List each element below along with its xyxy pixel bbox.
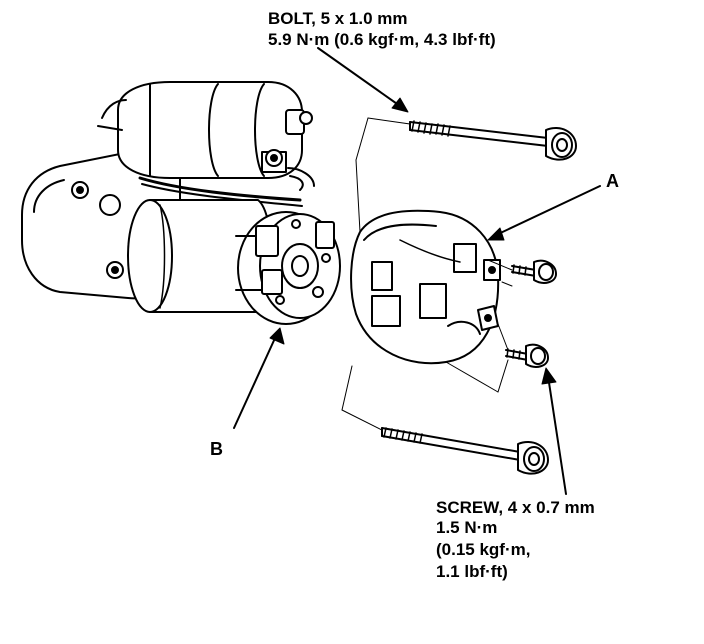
screw-lower bbox=[505, 343, 549, 368]
screw-label-line1: SCREW, 4 x 0.7 mm bbox=[436, 498, 595, 517]
leader-arrowheads bbox=[269, 97, 557, 385]
screw-label-line2: 1.5 N·m bbox=[436, 518, 498, 537]
callout-a: A bbox=[606, 171, 619, 191]
bolt-label-line1: BOLT, 5 x 1.0 mm bbox=[268, 9, 408, 28]
bolt-label-line2: 5.9 N·m (0.6 kgf·m, 4.3 lbf·ft) bbox=[268, 30, 496, 49]
end-cover-a bbox=[350, 209, 501, 365]
alignment-lines bbox=[341, 117, 513, 431]
leader-lines bbox=[233, 47, 601, 495]
starter-motor bbox=[21, 81, 341, 325]
callout-b: B bbox=[210, 439, 223, 459]
through-bolt-lower bbox=[381, 427, 549, 475]
screw-label-line4: 1.1 lbf·ft) bbox=[436, 562, 508, 581]
screw-label-line3: (0.15 kgf·m, bbox=[436, 540, 531, 559]
screw-upper bbox=[511, 259, 557, 284]
through-bolt-upper bbox=[409, 120, 577, 161]
